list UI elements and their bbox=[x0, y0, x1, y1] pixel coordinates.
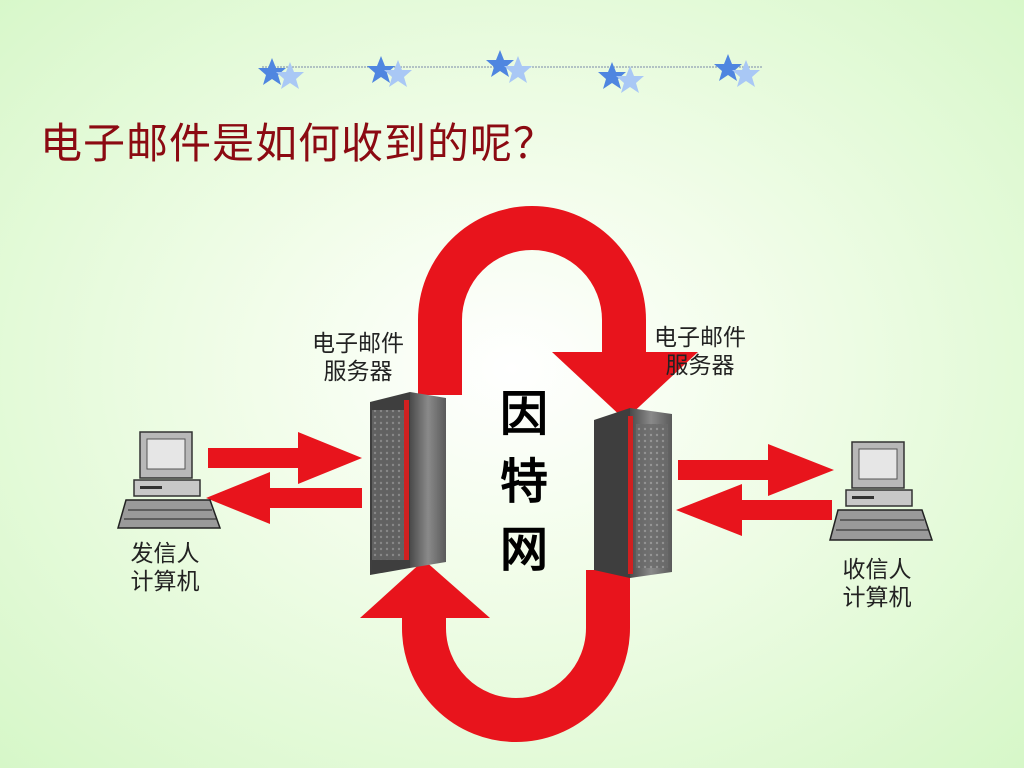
left-server-label: 电子邮件 服务器 bbox=[312, 331, 404, 385]
sender-computer-label: 发信人 计算机 bbox=[130, 541, 200, 595]
receiver-computer-label: 收信人 计算机 bbox=[842, 557, 912, 611]
server-to-sender-arrow bbox=[206, 472, 362, 524]
receiver-to-server-arrow bbox=[676, 484, 832, 536]
right-server-label: 电子邮件 服务器 bbox=[654, 325, 746, 379]
page-title: 电子邮件是如何收到的呢？ bbox=[40, 119, 557, 168]
right-server-icon bbox=[594, 408, 672, 578]
receiver-computer-icon bbox=[829, 441, 934, 541]
star-icon bbox=[714, 54, 760, 87]
left-server-icon bbox=[370, 392, 446, 575]
bottom-curved-arrow bbox=[360, 560, 630, 742]
star-icon bbox=[486, 50, 532, 83]
sender-computer-icon bbox=[117, 431, 222, 529]
server-to-receiver-arrow bbox=[678, 444, 834, 496]
star-icon bbox=[258, 58, 304, 89]
top-curved-arrow bbox=[418, 206, 698, 420]
sender-to-server-arrow bbox=[208, 432, 362, 484]
internet-label: 因 特 网 bbox=[499, 386, 548, 578]
star-icon bbox=[367, 56, 412, 87]
